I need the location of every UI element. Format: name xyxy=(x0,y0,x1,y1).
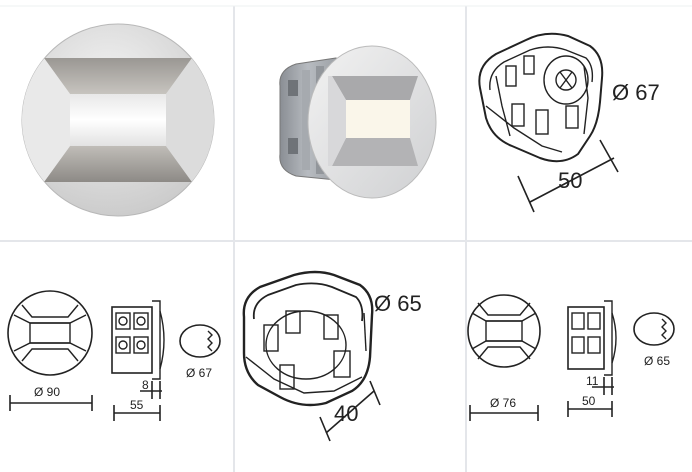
front-diameter-label: Ø 76 xyxy=(490,396,516,410)
depth-dim xyxy=(113,405,161,421)
depth-dim xyxy=(567,401,613,417)
front-diameter-label: Ø 90 xyxy=(34,385,60,399)
depth-label: 40 xyxy=(334,401,358,426)
depth-label: 55 xyxy=(130,398,144,412)
drawing-b: Ø 76 11 50 xyxy=(466,241,692,472)
cutout-diagram xyxy=(633,312,675,346)
depth-dimension-line xyxy=(319,380,381,442)
mounting-box-small-drawing: Ø 65 40 xyxy=(234,241,466,472)
lip-dim xyxy=(592,377,614,395)
diameter-label: Ø 65 xyxy=(374,291,422,316)
depth-label: 50 xyxy=(582,394,596,408)
front-diameter-dim xyxy=(9,395,93,411)
product-photo-angled xyxy=(262,30,442,210)
mounting-box-large-drawing: Ø 67 50 xyxy=(466,6,692,241)
product-photo-front xyxy=(14,14,220,226)
mounting-box-outline xyxy=(478,32,604,163)
depth-label: 50 xyxy=(558,168,582,193)
front-diameter-dim xyxy=(469,405,539,421)
side-view-diagram xyxy=(111,300,165,380)
front-view-diagram xyxy=(467,294,541,368)
lip-label: 11 xyxy=(586,374,599,388)
cutout-label: Ø 67 xyxy=(186,366,212,380)
cutout-diagram xyxy=(179,324,221,358)
diameter-label: Ø 67 xyxy=(612,80,660,105)
drawing-a: Ø 90 8 xyxy=(0,241,234,472)
cutout-label: Ø 65 xyxy=(644,354,670,368)
front-view-diagram xyxy=(7,290,93,376)
lip-label: 8 xyxy=(142,378,149,392)
depth-dimension-line xyxy=(517,139,619,213)
side-view-diagram xyxy=(567,300,617,376)
mounting-box-outline xyxy=(242,270,374,407)
lip-dim xyxy=(140,381,162,399)
